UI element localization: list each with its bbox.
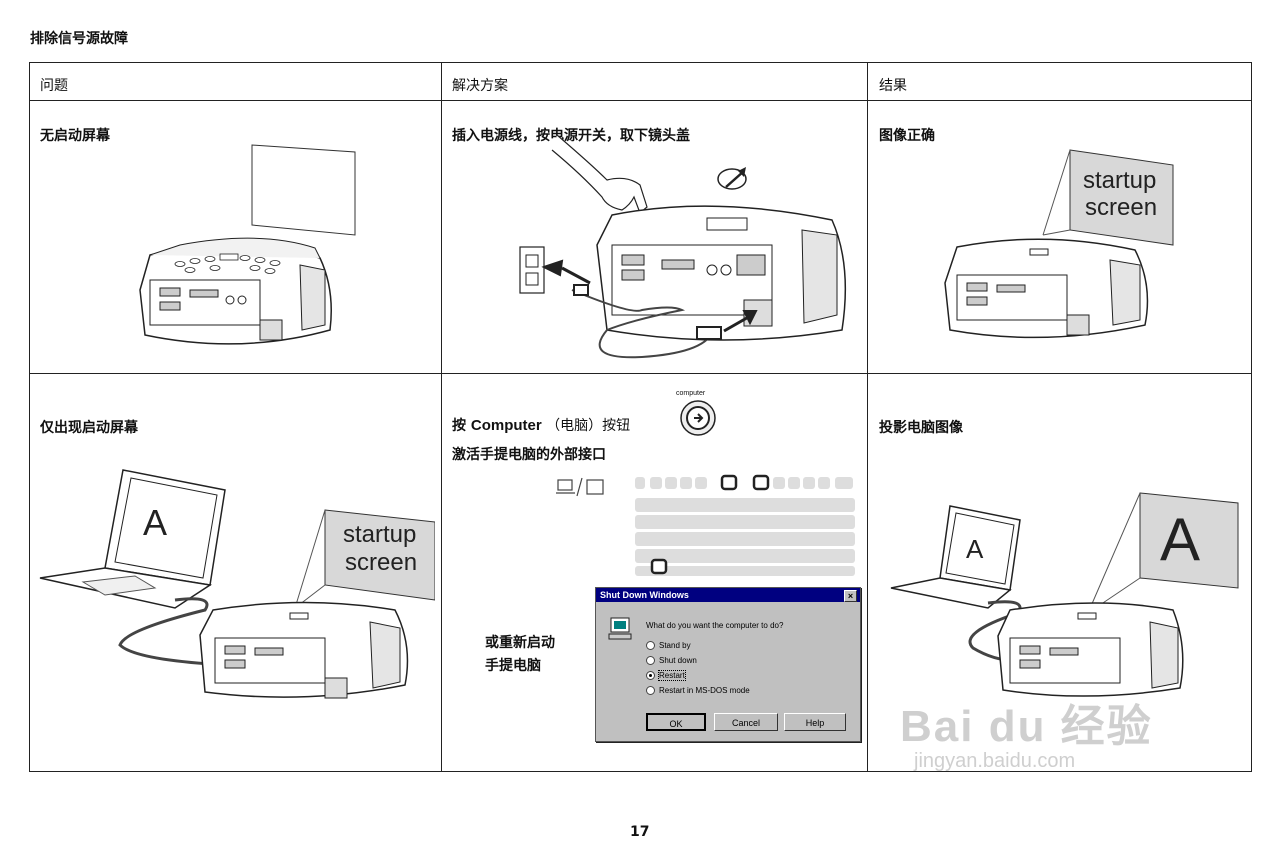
video-cable bbox=[968, 600, 1024, 662]
dialog-question: What do you want the computer to do? bbox=[646, 621, 784, 630]
power-on-illustration bbox=[519, 135, 847, 359]
radio-button-selected[interactable] bbox=[646, 671, 655, 680]
help-button[interactable]: Help bbox=[784, 713, 846, 731]
projector-icon bbox=[596, 205, 847, 341]
projector-icon bbox=[997, 602, 1184, 697]
computer-source-icon bbox=[694, 413, 704, 423]
laptop-screen-letter: A bbox=[966, 534, 984, 564]
laptop-icon: A bbox=[890, 505, 1021, 609]
page-title: 排除信号源故障 bbox=[30, 31, 128, 47]
blank-screen bbox=[251, 144, 356, 236]
header-solution: 解决方案 bbox=[452, 78, 508, 94]
column-divider bbox=[867, 63, 868, 771]
laptop-projecting-illustration: A A bbox=[890, 492, 1239, 697]
watermark-url: jingyan.baidu.com bbox=[914, 750, 1076, 772]
laptop-screen-letter: A bbox=[143, 502, 167, 543]
row2-problem: 仅出现启动屏幕 bbox=[40, 420, 138, 436]
projected-screen bbox=[1069, 149, 1174, 246]
computer-icon bbox=[608, 617, 632, 640]
laptop-startup-illustration: A startup screen bbox=[39, 469, 435, 699]
option-restart[interactable]: Restart bbox=[646, 670, 686, 681]
row1-problem: 无启动屏幕 bbox=[40, 128, 110, 144]
option-label: Restart in MS-DOS mode bbox=[659, 686, 750, 695]
computer-keyword: Computer bbox=[470, 417, 542, 434]
header-divider bbox=[30, 100, 1251, 101]
startup-text-line1: startup bbox=[343, 521, 416, 548]
radio-button[interactable] bbox=[646, 686, 655, 695]
startup-text-line1: startup bbox=[1083, 167, 1156, 194]
column-divider bbox=[441, 63, 442, 771]
restart-laptop-line1: 或重新启动 bbox=[485, 635, 555, 651]
startup-text-line2: screen bbox=[1085, 194, 1157, 221]
projector-icon bbox=[944, 238, 1149, 339]
projector-no-image-illustration bbox=[139, 144, 356, 345]
option-restart-msdos[interactable]: Restart in MS-DOS mode bbox=[646, 686, 750, 695]
solution-prefix: 按 bbox=[452, 418, 471, 434]
function-keys-highlighted bbox=[650, 474, 770, 575]
dialog-title-bar: Shut Down Windows × bbox=[596, 588, 860, 602]
startup-text-line2: screen bbox=[345, 549, 417, 576]
option-label: Shut down bbox=[659, 656, 697, 665]
radio-button[interactable] bbox=[646, 641, 655, 650]
laptop-icon: A bbox=[39, 469, 226, 609]
option-label: Restart bbox=[658, 670, 686, 681]
radio-button[interactable] bbox=[646, 656, 655, 665]
row2-solution-line2: 激活手提电脑的外部接口 bbox=[452, 447, 606, 463]
wall-outlet-icon bbox=[519, 246, 545, 294]
lens-cap-icon bbox=[717, 167, 747, 190]
ok-button[interactable]: OK bbox=[646, 713, 706, 731]
row-divider bbox=[30, 373, 1251, 374]
projected-letter: A bbox=[1160, 506, 1200, 573]
solution-suffix: （电脑）按钮 bbox=[541, 418, 631, 434]
shutdown-dialog: Shut Down Windows × What do you want the… bbox=[595, 587, 861, 742]
projector-startup-illustration: startup screen bbox=[944, 149, 1174, 339]
restart-laptop-line2: 手提电脑 bbox=[485, 658, 541, 674]
computer-button-label: computer bbox=[676, 390, 706, 397]
keyboard-illustration bbox=[556, 474, 855, 576]
keyboard-keys bbox=[635, 477, 855, 576]
monitor-laptop-icon bbox=[556, 477, 604, 497]
power-cord-icon bbox=[541, 259, 758, 359]
watermark-brand: Bai du 经验 bbox=[900, 702, 1153, 751]
row1-result: 图像正确 bbox=[879, 128, 935, 144]
projected-screen bbox=[1139, 492, 1239, 589]
row2-result: 投影电脑图像 bbox=[879, 420, 963, 436]
troubleshooting-table: 问题 解决方案 结果 无启动屏幕 插入电源线，按电源开关，取下镜头盖 图像正确 … bbox=[29, 62, 1252, 772]
video-cable bbox=[118, 597, 226, 667]
option-label: Stand by bbox=[659, 641, 691, 650]
projected-screen bbox=[324, 509, 435, 601]
computer-button[interactable] bbox=[678, 398, 718, 438]
cancel-button[interactable]: Cancel bbox=[714, 713, 778, 731]
option-stand-by[interactable]: Stand by bbox=[646, 641, 691, 650]
option-shut-down[interactable]: Shut down bbox=[646, 656, 697, 665]
header-result: 结果 bbox=[879, 78, 907, 94]
row1-solution: 插入电源线，按电源开关，取下镜头盖 bbox=[452, 128, 690, 144]
dialog-title: Shut Down Windows bbox=[600, 590, 689, 600]
header-problem: 问题 bbox=[40, 78, 68, 94]
page-number: 17 bbox=[630, 824, 650, 840]
row2-solution-line1: 按 Computer （电脑）按钮Computer bbox=[452, 415, 630, 435]
baidu-watermark: Bai du 经验 jingyan.baidu.com bbox=[900, 690, 1153, 773]
projector-icon bbox=[199, 601, 409, 699]
close-button[interactable]: × bbox=[844, 590, 857, 602]
projector-icon bbox=[139, 237, 332, 345]
hand-icon bbox=[551, 135, 648, 215]
